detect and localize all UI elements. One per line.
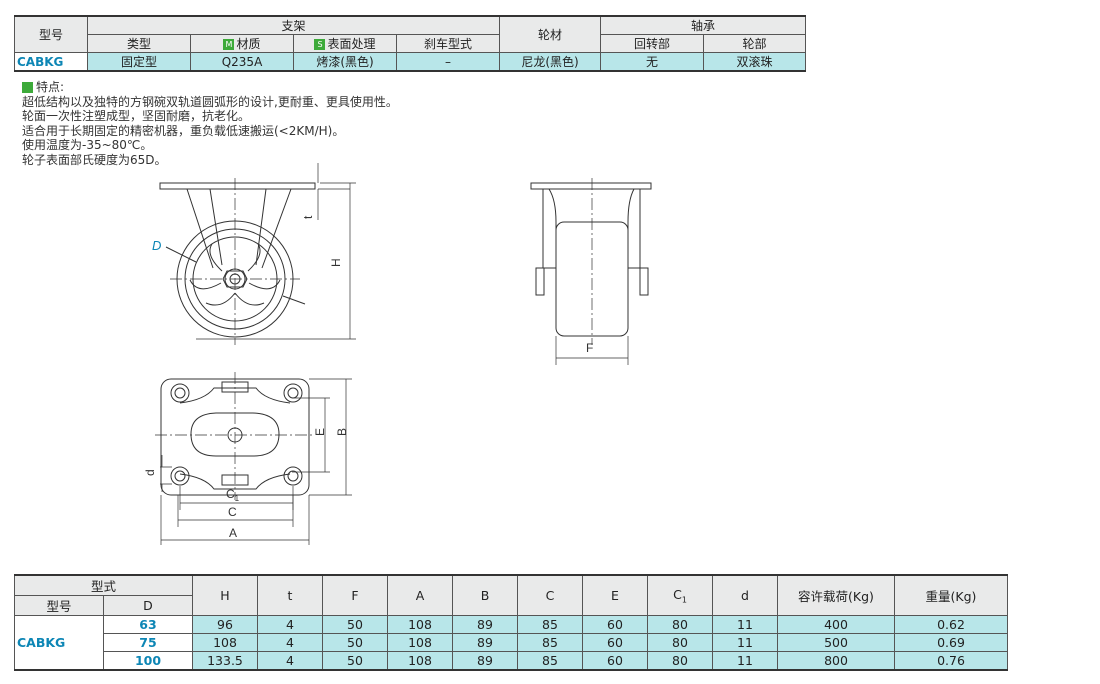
dim-header: d [712,574,778,616]
dim-cell: 108 [387,633,453,652]
spec-header-bearing: 轴承 [600,15,806,35]
dim-cell: 89 [452,633,518,652]
dim-cell: 400 [777,615,895,634]
dim-cell: 108 [192,633,258,652]
dim-cell: 80 [647,615,713,634]
dim-header: 容许载荷(Kg) [777,574,895,616]
dim-cell: 108 [387,651,453,671]
dim-header-style: 型式 [14,574,193,596]
label-B: B [335,428,349,436]
label-H: H [329,258,343,267]
spec-cell-material: Q235A [190,52,294,72]
dim-header: E [582,574,648,616]
dim-cell: 80 [647,651,713,671]
dim-cell: 11 [712,651,778,671]
dim-cell: 108 [387,615,453,634]
dim-cell: 4 [257,615,323,634]
dim-header-D: D [103,595,193,616]
spec-sub-wheel-part: 轮部 [703,34,806,53]
dim-cell: 11 [712,633,778,652]
dim-cell: 500 [777,633,895,652]
label-C: C [228,505,237,519]
dim-cell-D: 75 [103,633,193,652]
dim-cell: 0.69 [894,633,1008,652]
features-title: 特点: [22,80,398,95]
spec-sub-swivel: 回转部 [600,34,704,53]
dim-cell-D: 63 [103,615,193,634]
spec-sub-type: 类型 [87,34,191,53]
dim-header: B [452,574,518,616]
dim-cell: 50 [322,651,388,671]
dim-cell: 4 [257,651,323,671]
label-t: t [301,215,315,219]
dim-header: t [257,574,323,616]
spec-header-wheel: 轮材 [499,15,601,53]
spec-cell-swivel: 无 [600,52,704,72]
dim-header: F [322,574,388,616]
top-view: E B d C1 C A [143,372,352,545]
dim-cell-model: CABKG [14,615,104,671]
dim-cell: 60 [582,651,648,671]
dim-cell: 85 [517,615,583,634]
dim-header: C [517,574,583,616]
spec-cell-wheel-part: 双滚珠 [703,52,806,72]
spec-cell-surface: 烤漆(黑色) [293,52,397,72]
spec-header-bracket: 支架 [87,15,500,35]
label-E: E [313,428,327,436]
spec-row: CABKG 固定型 Q235A 烤漆(黑色) – 尼龙(黑色) 无 双滚珠 [14,52,806,72]
dim-cell: 800 [777,651,895,671]
dim-cell: 89 [452,651,518,671]
dim-cell: 133.5 [192,651,258,671]
dim-header-model: 型号 [14,595,104,616]
dim-cell-D: 100 [103,651,193,671]
label-D: D [152,238,161,253]
front-view: D t H [152,163,356,345]
spec-cell-model: CABKG [14,52,88,72]
table-row: 75 108 4 50 108 89 85 60 80 11 500 0.69 [15,633,1008,652]
feature-flag-icon [22,81,33,93]
dim-header: 重量(Kg) [894,574,1008,616]
label-d: d [143,469,157,476]
surface-tag-icon: S [314,39,326,50]
feature-line: 适合用于长期固定的精密机器，重负载低速搬运(<2KM/H)。 [22,123,345,138]
dim-cell: 0.76 [894,651,1008,671]
feature-line: 轮子表面部氏硬度为65D。 [22,152,167,167]
spec-cell-type: 固定型 [87,52,191,72]
dim-cell: 85 [517,651,583,671]
feature-line: 轮面一次性注塑成型，坚固耐磨，抗老化。 [22,109,251,123]
dimension-table: 型式 H t F A B C E C1 d 容许载荷(Kg) 重量(Kg) 型号… [14,574,1008,671]
feature-line: 使用温度为-35~80℃。 [22,138,153,152]
dim-cell: 0.62 [894,615,1008,634]
spec-cell-wheel: 尼龙(黑色) [499,52,601,72]
features-block: 特点: 超低结构以及独特的方钢碗双轨道圆弧形的设计,更耐重、更具使用性。 轮面一… [22,80,398,167]
dim-header: H [192,574,258,616]
spec-cell-brake: – [396,52,500,72]
material-tag-icon: M [223,39,235,50]
table-row: 100 133.5 4 50 108 89 85 60 80 11 800 0.… [14,651,1008,671]
dim-cell: 50 [322,615,388,634]
side-view: F [530,178,652,365]
dim-header: A [387,574,453,616]
dim-cell: 80 [647,633,713,652]
spec-sub-brake: 刹车型式 [396,34,500,53]
dim-cell: 50 [322,633,388,652]
label-C1: C1 [226,487,240,503]
dim-cell: 60 [582,615,648,634]
label-A: A [229,526,237,540]
dim-cell: 85 [517,633,583,652]
dim-cell: 60 [582,633,648,652]
spec-header-model: 型号 [14,15,88,53]
dim-cell: 11 [712,615,778,634]
dim-cell: 4 [257,633,323,652]
dim-cell: 96 [192,615,258,634]
dim-header-c1: C1 [647,574,713,616]
label-F: F [586,341,593,355]
dim-cell: 89 [452,615,518,634]
feature-line: 超低结构以及独特的方钢碗双轨道圆弧形的设计,更耐重、更具使用性。 [22,94,398,109]
table-row: CABKG 63 96 4 50 108 89 85 60 80 11 400 … [14,615,1008,671]
